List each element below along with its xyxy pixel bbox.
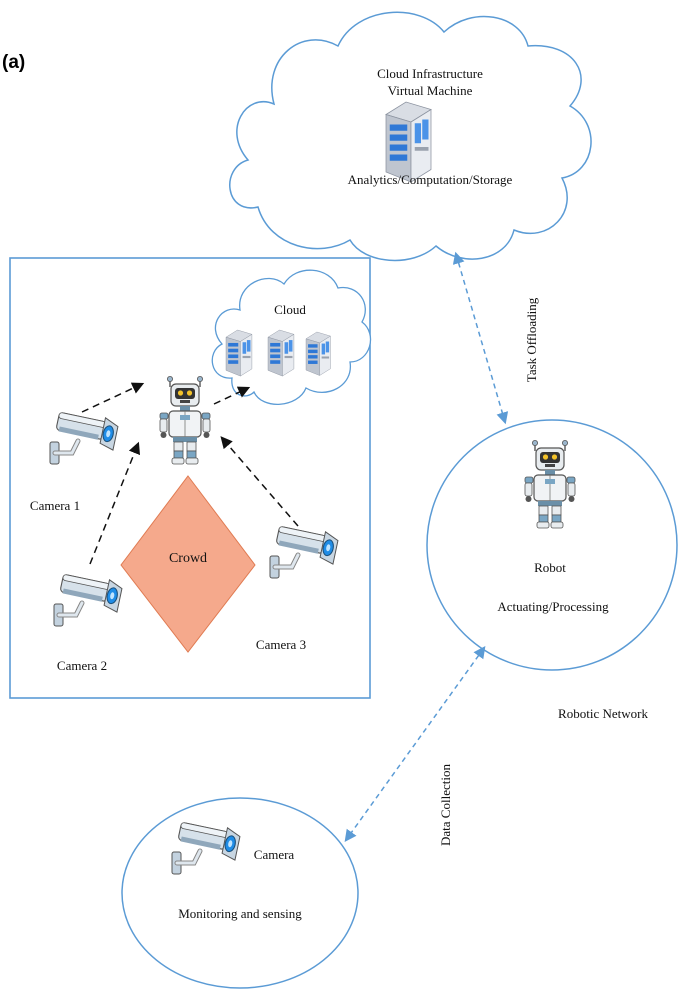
camera-node-circle bbox=[121, 797, 359, 989]
camera-1-label: Camera 1 bbox=[30, 498, 80, 513]
inset-cloud-label: Cloud bbox=[274, 302, 306, 317]
server-icon bbox=[385, 101, 432, 183]
robot-node-circle bbox=[426, 419, 678, 671]
task-offloading-link bbox=[452, 251, 509, 425]
cloud-infra-title: Cloud Infrastructure bbox=[377, 66, 483, 81]
camera-node-caption: Monitoring and sensing bbox=[178, 906, 302, 921]
crowd-diamond bbox=[120, 475, 256, 653]
scenario-inset: Cloud Crowd Camera 1 Camera 2 Camera 3 bbox=[9, 257, 372, 699]
task-offloading-label: Task Offloading bbox=[524, 297, 539, 382]
figure-label: (a) bbox=[2, 52, 26, 73]
camera-3-label: Camera 3 bbox=[256, 637, 306, 652]
robotic-network-label: Robotic Network bbox=[558, 706, 648, 721]
server-icon bbox=[267, 329, 295, 377]
crowd-label: Crowd bbox=[169, 551, 207, 566]
robot-node-title: Robot bbox=[534, 560, 566, 575]
camera-2-label: Camera 2 bbox=[57, 658, 107, 673]
camera2-to-robot-arrow bbox=[89, 441, 141, 565]
data-collection-label: Data Collection bbox=[438, 764, 453, 846]
cloud-infrastructure: Cloud Infrastructure Virtual Machine Ana… bbox=[229, 11, 592, 262]
server-icon bbox=[305, 331, 331, 376]
server-icon bbox=[225, 329, 253, 377]
data-collection-link bbox=[344, 646, 486, 842]
camera-node: Camera Monitoring and sensing bbox=[121, 797, 359, 989]
camera-node-title: Camera bbox=[254, 847, 295, 862]
cloud-infra-caption: Analytics/Computation/Storage bbox=[348, 172, 513, 187]
robot-node-caption: Actuating/Processing bbox=[497, 599, 609, 614]
cloud-infra-subtitle: Virtual Machine bbox=[388, 83, 473, 98]
robot-to-cloud-arrow bbox=[213, 386, 251, 405]
camera3-to-robot-arrow bbox=[220, 436, 299, 527]
robot-node: Robot Actuating/Processing bbox=[426, 419, 678, 671]
